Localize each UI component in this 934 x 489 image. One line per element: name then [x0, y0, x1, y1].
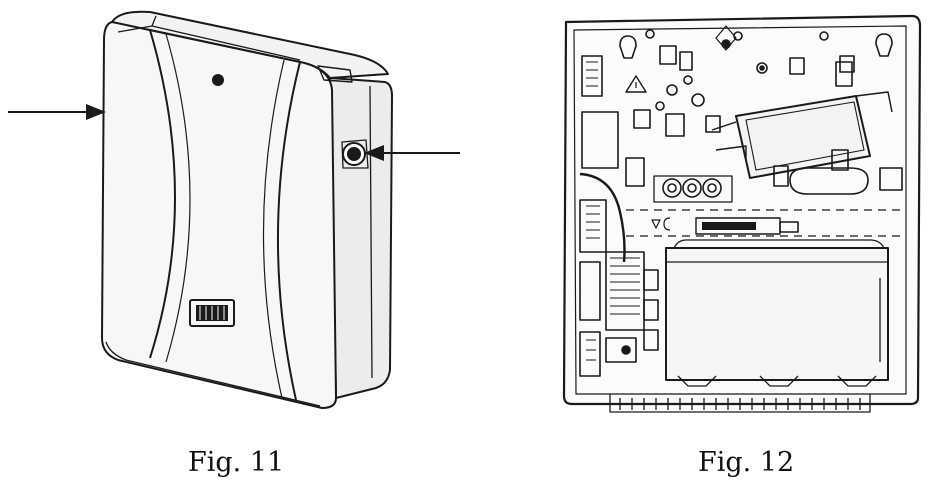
figure-11-caption: Fig. 11 — [188, 447, 285, 478]
enclosure-closed-drawing — [8, 10, 460, 409]
figure-12: Fig. 12 — [540, 0, 934, 489]
figure-12-caption: Fig. 12 — [698, 447, 795, 478]
figure-11: Fig. 11 — [8, 10, 460, 478]
enclosure-open-drawing — [562, 14, 922, 413]
